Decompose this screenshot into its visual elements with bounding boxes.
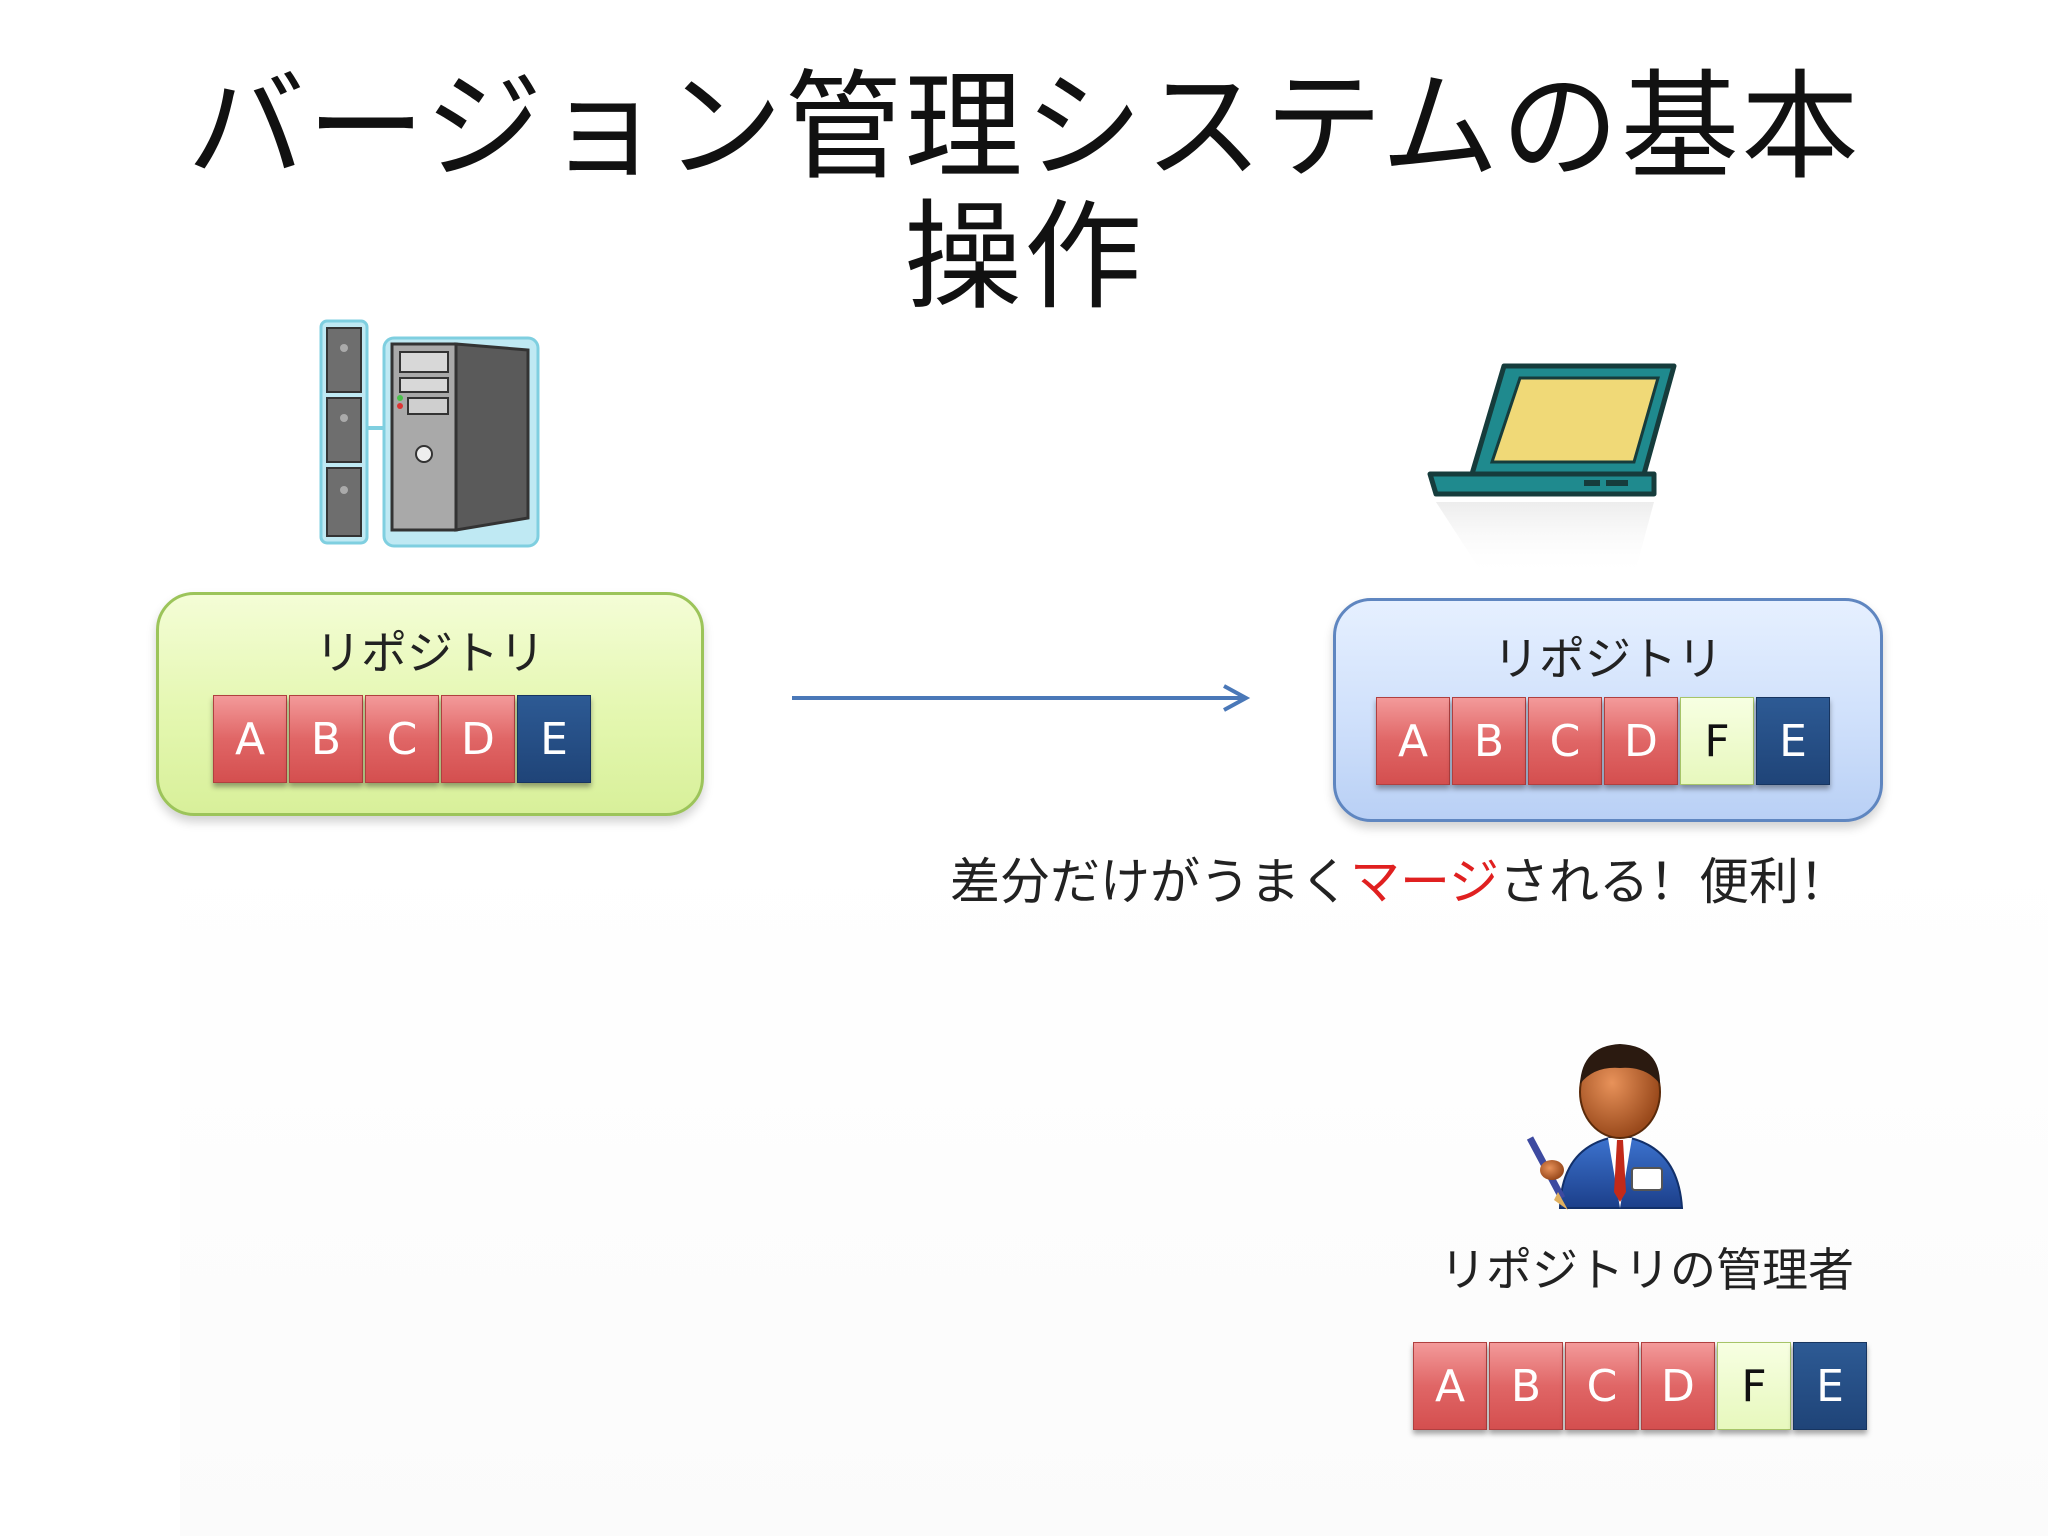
commit-block: E [517, 695, 591, 783]
commit-block: E [1793, 1342, 1867, 1430]
server-commit-sequence: A B C D E [213, 695, 593, 783]
commit-block: D [1604, 697, 1678, 785]
server-tower-icon [318, 318, 540, 552]
caption-text-before: 差分だけがうまく [950, 853, 1350, 911]
commit-block: D [1641, 1342, 1715, 1430]
admin-commit-sequence: A B C D F E [1413, 1342, 1869, 1430]
commit-block: B [1452, 697, 1526, 785]
commit-block: F [1680, 697, 1754, 785]
local-commit-sequence: A B C D F E [1376, 697, 1832, 785]
local-repository-label: リポジトリ [1493, 632, 1723, 686]
caption-highlight: マージ [1350, 853, 1499, 911]
laptop-icon [1424, 356, 1684, 590]
commit-block: B [1489, 1342, 1563, 1430]
local-repository-box: リポジトリ A B C D F E [1333, 598, 1883, 822]
slide-title: バージョン管理システムの基本操作 [186, 58, 1862, 326]
server-repository-box: リポジトリ A B C D E [156, 592, 704, 816]
admin-person-icon [1522, 1032, 1702, 1226]
commit-block: A [213, 695, 287, 783]
commit-block: F [1717, 1342, 1791, 1430]
commit-block: C [1528, 697, 1602, 785]
admin-label: リポジトリの管理者 [1440, 1243, 1854, 1297]
push-arrow [790, 680, 1256, 720]
commit-block: A [1413, 1342, 1487, 1430]
commit-block: C [1565, 1342, 1639, 1430]
commit-block: D [441, 695, 515, 783]
caption-text-after: される！便利！ [1499, 853, 1849, 911]
commit-block: C [365, 695, 439, 783]
merge-caption: 差分だけがうまくマージされる！便利！ [950, 842, 1849, 914]
commit-block: E [1756, 697, 1830, 785]
commit-block: A [1376, 697, 1450, 785]
server-repository-label: リポジトリ [315, 626, 545, 680]
commit-block: B [289, 695, 363, 783]
